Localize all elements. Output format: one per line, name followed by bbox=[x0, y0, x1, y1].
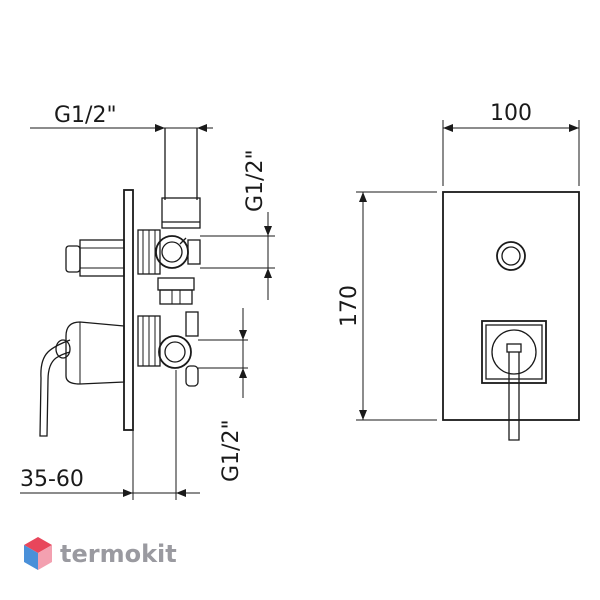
dim-bottom-thread-vertical: G1/2" bbox=[198, 308, 248, 482]
dim-top-thread-horizontal: G1/2" bbox=[30, 103, 213, 132]
dim-label-height: 170 bbox=[337, 285, 362, 327]
dim-label-width: 100 bbox=[490, 101, 532, 126]
hexagon-logo-icon bbox=[24, 537, 52, 570]
wall-plate-side bbox=[123, 189, 134, 431]
front-lever bbox=[506, 343, 522, 441]
top-outlet-pipe bbox=[161, 128, 201, 229]
dim-top-thread-vertical: G1/2" bbox=[200, 149, 275, 300]
middle-nut bbox=[157, 277, 195, 305]
side-view: G1/2" G1/2" G1/2" 35-60 bbox=[20, 103, 275, 500]
brand-logo: termokit bbox=[24, 537, 177, 570]
lower-valve-body bbox=[137, 311, 199, 387]
lever-cartridge bbox=[65, 321, 125, 385]
logo-wordmark: termokit bbox=[60, 540, 177, 568]
dim-plate-height: 170 bbox=[337, 191, 437, 421]
upper-valve-body bbox=[137, 229, 201, 275]
dim-plate-width: 100 bbox=[442, 101, 580, 186]
cover-plate bbox=[442, 191, 580, 421]
dim-label-top-thread: G1/2" bbox=[54, 103, 117, 128]
lever-handle bbox=[39, 339, 71, 437]
dim-label-top-thread-vertical: G1/2" bbox=[243, 149, 268, 212]
dim-depth-range: 35-60 bbox=[20, 370, 200, 500]
diverter-stem bbox=[65, 239, 125, 277]
front-view: 100 170 bbox=[337, 101, 580, 441]
lever-base-square bbox=[481, 320, 547, 384]
diverter-button bbox=[496, 241, 526, 271]
dim-label-bottom-thread: G1/2" bbox=[219, 419, 244, 482]
dim-label-depth: 35-60 bbox=[20, 467, 84, 492]
